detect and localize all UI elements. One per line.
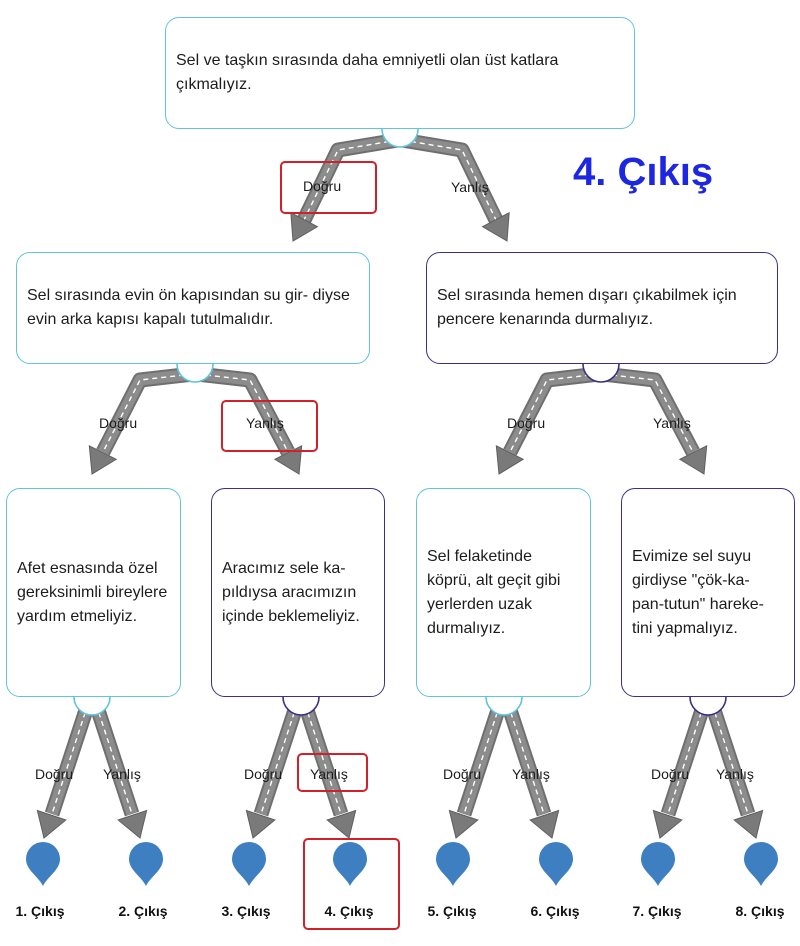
highlight-exit-4 bbox=[303, 838, 400, 930]
arrow-ll-true bbox=[36, 701, 96, 839]
exit-label-1: 1. Çıkış bbox=[15, 903, 65, 919]
arrow-rl-false bbox=[500, 701, 560, 839]
arrow-rr-false bbox=[704, 701, 764, 839]
node-left-left: Afet esnasında özel gereksinimli bireyle… bbox=[6, 488, 181, 697]
label-rr-false: Yanlış bbox=[716, 766, 754, 782]
node-root-text: Sel ve taşkın sırasında daha emniyetli o… bbox=[176, 52, 559, 93]
label-left-false: Yanlış bbox=[246, 415, 284, 431]
arrow-rl-true bbox=[448, 701, 508, 839]
label-ll-false: Yanlış bbox=[103, 766, 141, 782]
arrow-right-false bbox=[602, 366, 708, 475]
node-right-right-text: Evimize sel suyu girdiyse "çök-ka- pan-t… bbox=[632, 547, 764, 637]
exit-label-3: 3. Çıkış bbox=[221, 903, 271, 919]
node-right-right: Evimize sel suyu girdiyse "çök-ka- pan-t… bbox=[621, 488, 795, 697]
node-right-left-text: Sel felaketinde köprü, alt geçit gibi ye… bbox=[427, 547, 561, 637]
highlight-root-true bbox=[280, 161, 377, 214]
location-pin-icon-3 bbox=[232, 842, 266, 886]
node-left-right: Aracımız sele ka- pıldıysa aracımızın iç… bbox=[211, 488, 385, 697]
location-pin-icon-4 bbox=[333, 842, 367, 886]
highlight-lr-false bbox=[297, 753, 368, 792]
arrow-root-false bbox=[400, 132, 510, 242]
node-right-left: Sel felaketinde köprü, alt geçit gibi ye… bbox=[416, 488, 591, 697]
node-left-right-text: Aracımız sele ka- pıldıysa aracımızın iç… bbox=[222, 559, 360, 625]
arrow-ll-false bbox=[88, 701, 148, 839]
exit-label-6: 6. Çıkış bbox=[530, 903, 580, 919]
highlight-left-false bbox=[221, 400, 318, 452]
label-lr-true: Doğru bbox=[244, 766, 283, 782]
label-right-false: Yanlış bbox=[653, 415, 691, 431]
node-left: Sel sırasında evin ön kapısından su gir-… bbox=[16, 252, 370, 364]
label-rl-false: Yanlış bbox=[512, 766, 550, 782]
node-root: Sel ve taşkın sırasında daha emniyetli o… bbox=[165, 17, 635, 129]
label-rl-true: Doğru bbox=[443, 766, 482, 782]
label-ll-true: Doğru bbox=[35, 766, 74, 782]
result-title: 4. Çıkış bbox=[573, 150, 714, 194]
arrow-right-true bbox=[495, 366, 600, 475]
location-pin-icon-6 bbox=[539, 842, 573, 886]
location-pin-icon-1 bbox=[26, 842, 60, 886]
arrow-left-true bbox=[88, 366, 194, 475]
branch-arrows bbox=[36, 132, 764, 839]
exit-label-2: 2. Çıkış bbox=[118, 903, 168, 919]
location-pin-icon-7 bbox=[641, 842, 675, 886]
exit-pins bbox=[26, 841, 778, 886]
location-pin-icon-5 bbox=[436, 842, 470, 886]
node-right: Sel sırasında hemen dışarı çıkabilmek iç… bbox=[426, 252, 778, 364]
label-right-true: Doğru bbox=[507, 415, 546, 431]
label-root-false: Yanlış bbox=[451, 179, 489, 195]
label-root-true: Doğru bbox=[303, 178, 342, 194]
arrow-lr-true bbox=[245, 701, 305, 839]
exit-label-8: 8. Çıkış bbox=[735, 903, 785, 919]
location-pin-icon-2 bbox=[129, 841, 163, 886]
exit-label-4: 4. Çıkış bbox=[324, 903, 374, 919]
arrow-left-false bbox=[196, 366, 303, 475]
arrow-root-true bbox=[290, 132, 400, 242]
label-left-true: Doğru bbox=[99, 415, 138, 431]
node-right-text: Sel sırasında hemen dışarı çıkabilmek iç… bbox=[437, 287, 737, 328]
arrow-rr-true bbox=[652, 701, 712, 839]
exit-label-5: 5. Çıkış bbox=[427, 903, 477, 919]
arrow-lr-false bbox=[297, 701, 357, 839]
label-lr-false: Yanlış bbox=[310, 766, 348, 782]
exit-label-7: 7. Çıkış bbox=[632, 903, 682, 919]
label-rr-true: Doğru bbox=[651, 766, 690, 782]
node-left-left-text: Afet esnasında özel gereksinimli bireyle… bbox=[17, 559, 168, 625]
location-pin-icon-8 bbox=[744, 842, 778, 886]
node-left-text: Sel sırasında evin ön kapısından su gir-… bbox=[27, 287, 350, 328]
